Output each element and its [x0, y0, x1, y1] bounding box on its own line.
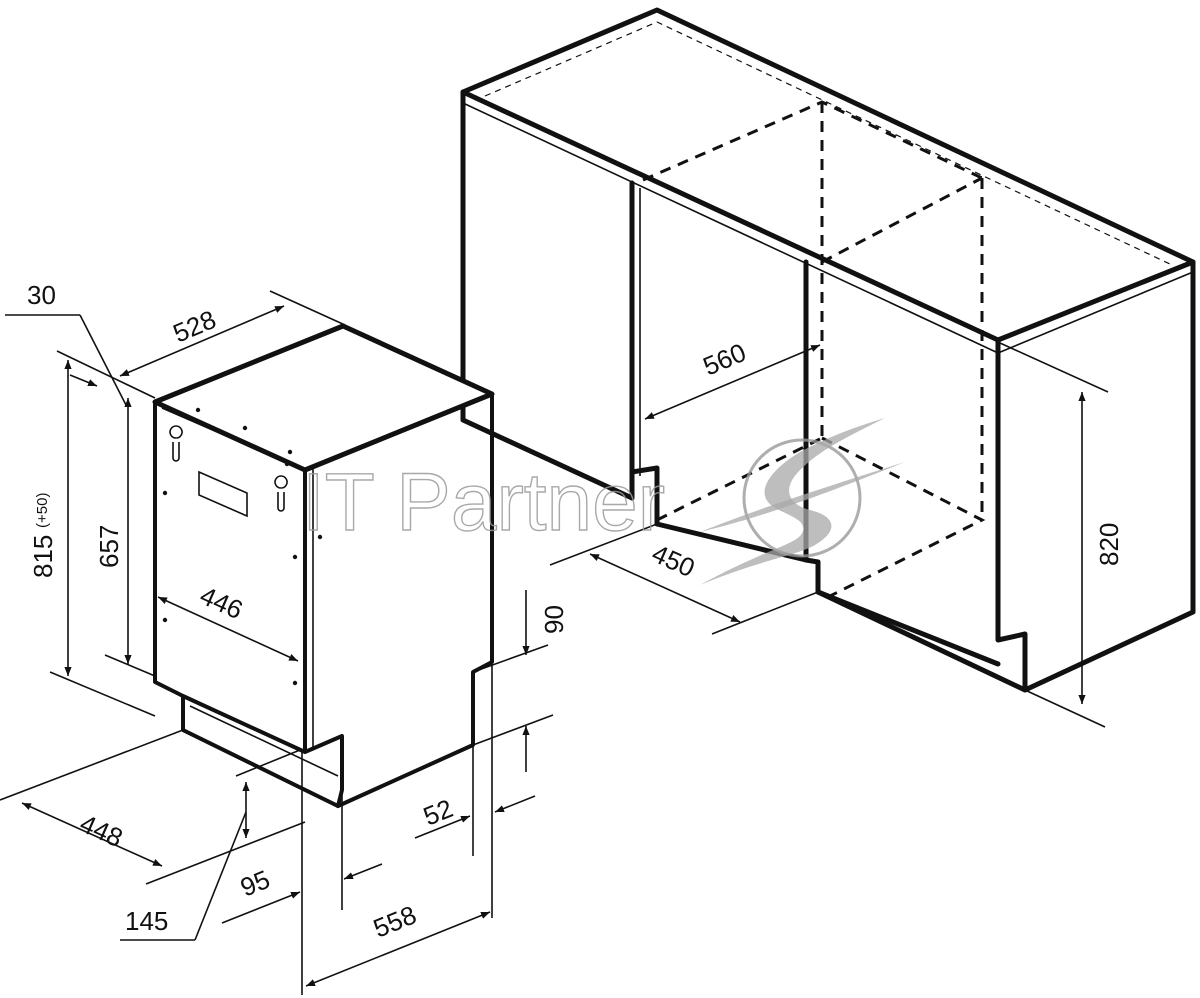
- dishwasher: [152, 323, 495, 808]
- dim-label-657: 657: [94, 525, 124, 568]
- dim-label-558: 558: [369, 899, 420, 943]
- countertop-top: [460, 7, 1196, 343]
- dimension-lines: [0, 290, 1109, 995]
- watermark-logo-ring: [742, 438, 862, 558]
- dishwasher-back-edge: [336, 392, 494, 808]
- dishwasher-plinth: [181, 694, 344, 808]
- dishwasher-front-top-band: [161, 407, 306, 471]
- right-cabinet-plinth-inner: [815, 589, 1001, 667]
- right-cabinet-plinth: [803, 557, 1028, 693]
- niche-floor-left-dashed: [656, 436, 823, 522]
- niche-floor: [821, 436, 986, 602]
- dim-label-52: 52: [419, 793, 457, 832]
- dim-label-90: 90: [539, 605, 569, 634]
- cabinet-left-side: [460, 89, 635, 501]
- left-cabinet-plinth: [629, 465, 660, 527]
- countertop-inner-edge: [484, 21, 1173, 266]
- kitchen-cabinet: [460, 7, 1196, 693]
- dim-label-560: 560: [699, 337, 751, 382]
- dim-label-145: 145: [125, 906, 168, 936]
- watermark-text: IT Partner: [302, 457, 665, 548]
- dim-label-820: 820: [1094, 523, 1124, 566]
- dishwasher-plinth-line: [189, 705, 339, 777]
- dim-label-30: 30: [27, 280, 56, 310]
- control-display: [198, 470, 248, 518]
- mount-hole-left-icon: [169, 425, 183, 462]
- dishwasher-top: [152, 323, 495, 473]
- watermark: IT Partner: [301, 418, 905, 585]
- dim-label-815: 815: [28, 535, 58, 578]
- dim-label-528: 528: [169, 304, 221, 349]
- dim-label-95: 95: [236, 864, 274, 903]
- dim-label-815-tolerance: (+50): [34, 493, 51, 528]
- watermark-logo-streak-icon: [700, 462, 905, 532]
- mount-hole-right-icon: [274, 475, 288, 512]
